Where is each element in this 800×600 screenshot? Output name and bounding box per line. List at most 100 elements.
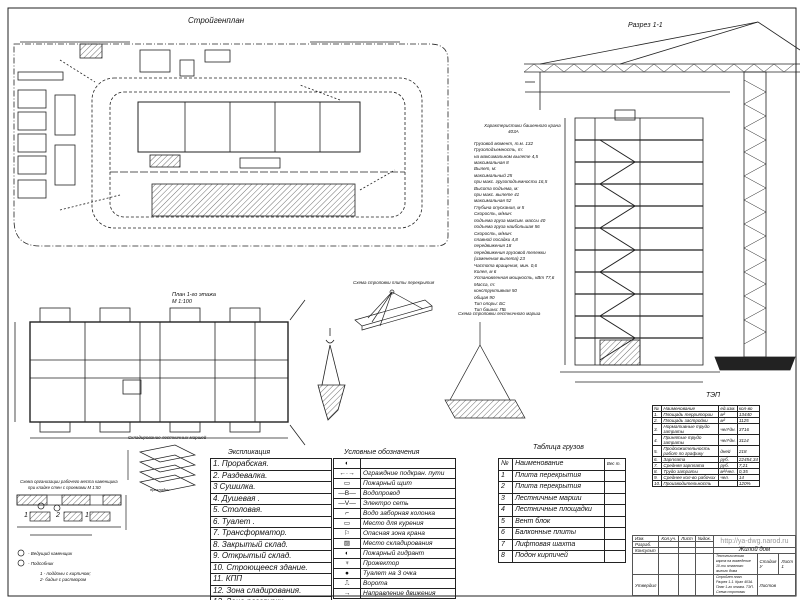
legend-row: ▨Место складирования [333,538,456,549]
cargo-cell-weight [603,469,627,482]
cargo-header: № [497,458,514,471]
crane-spec-line: Высота подъема, м: [474,185,519,191]
cargo-cell-name: Плита перекрытия [512,469,605,482]
tb-stage-label: Стадия [759,559,777,564]
legend-label: Пожарный щит [360,478,456,489]
storage-area-icon: ▨ [333,538,361,549]
explication-item: 1. Прорабская. [210,458,332,471]
mason-workplace-drawing [16,494,127,567]
crane-spec-line: Масса, т: [474,281,496,287]
crane-spec-line: при макс. грузоподъемности 16,5 [474,179,548,185]
tep-cell-value: 3114 [736,434,761,446]
legend-row: ←·→Ограждние подкран. пути [333,468,456,479]
cargo-cell-n: 6 [497,527,514,540]
explication-row: 12. Зона сладирования. [210,584,332,597]
crane-spec-line: подъема груза максим. массы 40 [474,217,546,223]
explication-item: 6. Туалет . [210,515,332,528]
explication-item: 2. Раздевалка. [210,469,332,482]
tb-col-header: Лист [678,535,696,542]
crane-spec-line: максимальная 8 [474,160,509,166]
tb-url: http://ya-dwg.narod.ru [712,535,797,548]
crane-spec-line: конструктивная 50 [474,288,517,294]
tep-cell-n: 5. [651,445,663,457]
crane-spec-line: Колея, м 6 [474,268,497,274]
tep-cell-value: 22454,34 [736,456,761,463]
legend-mortar: 2- бадья с раствором [40,577,87,582]
legend-row: ●Туалет на 3 очка [333,568,456,579]
tep-cell-n: 10. [651,480,663,487]
crane-spec-line: подъема груза наибольшая 56 [474,224,540,230]
slab-sling-drawing [354,289,433,331]
tep-cell-unit: чел*дн. [718,434,738,446]
explication-item: 3 Сушилка. [210,481,332,494]
legend-label: Электро сеть [360,498,456,509]
crane-spec-line: максимальный 25 [474,172,513,178]
slab-sling-title: Схема строповки плиты перекрытия [353,280,435,285]
legend-row: —V—Электро сеть [333,498,456,509]
tb-col-header: №док. [694,535,714,542]
mason-scheme-title-2: при кладке стен с проемами М 1:50 [28,485,101,490]
toilet-icon: ● [333,568,361,579]
tep-header: ед.изм. [718,405,738,412]
legend-label: Водо заборная колонка [360,508,456,519]
tep-cell-unit [718,480,738,487]
floor-plan-scale: М 1:100 [172,299,192,305]
explication-item: 9. Открытый склад. [210,550,332,563]
explication-row: 6. Туалет . [210,515,332,528]
legend-row: ⚐Опасная зона крана [333,528,456,539]
floodlight-icon: ♆ [333,558,361,569]
stair-storage-label: прокладки [150,487,170,492]
explication-item: 5. Столовая. [210,504,332,517]
explication-row: 3 Сушилка. [210,481,332,494]
cargo-cell-n: 1 [497,469,514,482]
tb-col-header: Кол.уч. [658,535,680,542]
legend-label: Ворота [360,578,456,589]
tep-title: ТЭП [706,392,721,399]
cargo-header: Вес т. [603,458,627,471]
cargo-cell-weight [603,527,627,540]
tep-cell-name: Производительность [661,480,720,487]
tep-cell-name: Нормативные трудо затраты [661,423,720,435]
crane-spec-line: при макс. вылете 41 [474,192,520,198]
tep-cell-name: Среднее кол-во рабочих [661,474,720,481]
explication-row: 11. КПП [210,573,332,586]
legend-pallets: 1 - поддоны с кирпичом; [40,571,91,576]
survey-point-icon: ◐ [333,458,361,469]
tep-cell-unit: чел*дн. [718,423,738,435]
explication-row: 2. Раздевалка. [210,469,332,482]
legend-row: —В—Водопровод [333,488,456,499]
crane-spec-line: Установленная мощность, кВт 77,6 [474,275,555,281]
legend-row: ⎍Ворота [333,578,456,589]
mason-scheme-title-1: Схема организации рабочего места каменщи… [20,479,118,484]
cargo-cell-n: 7 [497,538,514,551]
legend-label [360,458,456,469]
floor-plan-drawing [14,299,306,446]
stair-storage-drawing [127,444,197,493]
cargo-header: Наименование [512,458,605,471]
cargo-cell-weight [603,550,627,563]
cargo-cell-n: 4 [497,504,514,517]
crane-danger-zone-icon: ⚐ [333,528,361,539]
cargo-cell-name: Лифтовая шахта [512,538,605,551]
explication-row: 8. Закрытый склад. [210,538,332,551]
cargo-cell-n: 8 [497,550,514,563]
legend-label: Прожектор [360,558,456,569]
crane-spec-line: Скорость, м/мин: [474,211,513,217]
crane-spec-line: Тип опоры: БС [474,300,506,306]
cargo-cell-n: 3 [497,492,514,505]
crane-spec-line: (изменения вылета) 23 [474,256,525,262]
crane-spec-line: Тип башни: ПБ [474,307,506,313]
legend-label: Ограждние подкран. пути [360,468,456,479]
mason-mark: 1 [24,512,28,519]
explication-row: 7. Трансформатор. [210,527,332,540]
crane-spec-line: Вылет, м: [474,166,497,172]
cargo-title: Таблица грузов [533,444,584,451]
